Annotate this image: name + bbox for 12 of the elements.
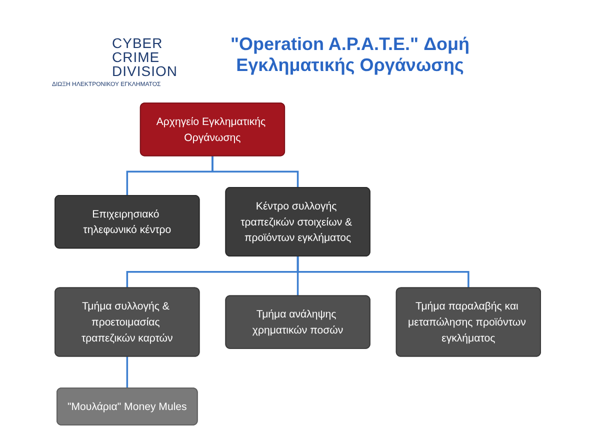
connector-line xyxy=(126,356,128,388)
connector-line xyxy=(297,256,470,288)
org-chart-box: Τμήμα ανάληψης χρηματικών ποσών xyxy=(225,295,371,349)
diagram-title: "Operation A.P.A.T.E." Δομή Εγκληματικής Οργάνωσης xyxy=(229,34,471,76)
org-chart-box: "Μουλάρια" Money Mules xyxy=(56,388,198,426)
org-chart-box: Τμήμα παραλαβής και μεταπώλησης προϊόντων εγκλήματος xyxy=(396,287,542,357)
connector-line xyxy=(212,156,299,188)
division-name: CYBER CRIME DIVISION xyxy=(112,36,174,78)
org-chart-box: Τμήμα συλλογής & προετοιμασίας τραπεζικών καρτών xyxy=(54,287,200,357)
org-chart-box: Αρχηγείο Εγκληματικής Οργάνωσης xyxy=(140,102,286,156)
org-chart-box: Επιχειρησιακό τηλεφωνικό κέντρο xyxy=(54,194,200,249)
org-chart-box: Κέντρο συλλογής τραπεζικών στοιχείων & προϊόντων εγκλήματος xyxy=(225,187,371,257)
